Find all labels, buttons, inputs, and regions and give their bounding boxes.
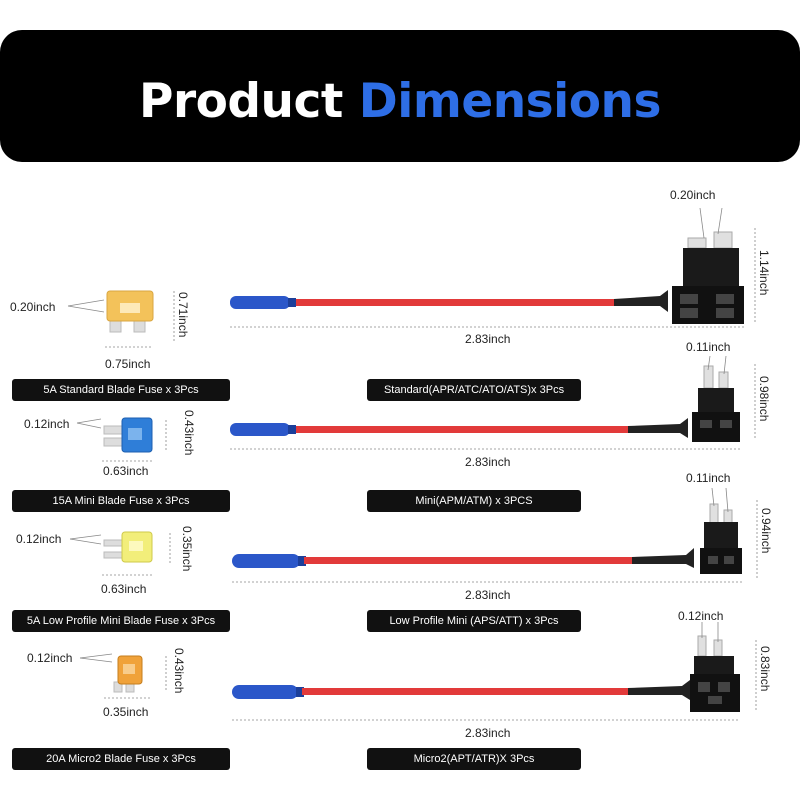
holder-mini-top-dimension: 0.11inch xyxy=(686,340,731,354)
fuse-standard-width-dimension: 0.75inch xyxy=(105,357,151,371)
cable-micro2 xyxy=(232,680,690,700)
fuse-low-profile-height-dimension: 0.35inch xyxy=(180,526,194,572)
holder-standard xyxy=(672,231,744,324)
title-word-dimensions: Dimensions xyxy=(358,74,662,129)
cable-mini xyxy=(230,418,688,438)
fuse-standard-height-dimension: 0.71inch xyxy=(176,292,190,338)
fuse-mini-height-dimension: 0.43inch xyxy=(182,410,196,456)
label-mini-holder: Mini(APM/ATM) x 3PCS xyxy=(367,490,581,512)
holder-mini-height-dimension: 0.98inch xyxy=(757,376,771,422)
title-word-product: Product xyxy=(139,74,343,129)
fuse-mini-image xyxy=(103,417,153,453)
cable-mini-length-dimension: 2.83inch xyxy=(465,455,511,469)
label-mini-blade-fuse: 15A Mini Blade Fuse x 3Pcs xyxy=(12,490,230,512)
label-micro2-blade-fuse: 20A Micro2 Blade Fuse x 3Pcs xyxy=(12,748,230,770)
fuse-mini-side-dimension: 0.12inch xyxy=(24,417,70,431)
holder-micro2-top-dimension: 0.12inch xyxy=(678,609,724,623)
label-micro2-holder: Micro2(APT/ATR)X 3Pcs xyxy=(367,748,581,770)
fuse-low-profile-side-dimension: 0.12inch xyxy=(16,532,62,546)
cable-standard-length-dimension: 2.83inch xyxy=(465,332,511,346)
label-standard-holder: Standard(APR/ATC/ATO/ATS)x 3Pcs xyxy=(367,379,581,401)
fuse-micro2-width-dimension: 0.35inch xyxy=(103,705,149,719)
fuse-micro2-side-dimension: 0.12inch xyxy=(27,651,73,665)
holder-standard-top-dimension: 0.20inch xyxy=(670,188,716,202)
fuse-micro2-image xyxy=(113,655,143,693)
title-banner xyxy=(0,30,800,162)
holder-micro2-height-dimension: 0.83inch xyxy=(758,646,772,692)
fuse-standard-image xyxy=(106,290,154,333)
fuse-standard-side-dimension: 0.20inch xyxy=(10,300,56,314)
holder-low-profile-top-dimension: 0.11inch xyxy=(686,471,731,485)
fuse-low-profile-image xyxy=(103,531,153,563)
label-standard-blade-fuse: 5A Standard Blade Fuse x 3Pcs xyxy=(12,379,230,401)
fuse-micro2-height-dimension: 0.43inch xyxy=(172,648,186,694)
holder-low-profile xyxy=(700,503,742,574)
cable-micro2-length-dimension: 2.83inch xyxy=(465,726,511,740)
holder-standard-height-dimension: 1.14inch xyxy=(757,250,771,296)
fuse-mini-width-dimension: 0.63inch xyxy=(103,464,149,478)
page-title: Product Dimensions xyxy=(0,74,800,129)
holder-micro2 xyxy=(690,635,740,712)
label-low-profile-holder: Low Profile Mini (APS/ATT) x 3Pcs xyxy=(367,610,581,632)
fuse-low-profile-width-dimension: 0.63inch xyxy=(101,582,147,596)
holder-mini xyxy=(692,365,740,442)
holder-low-profile-height-dimension: 0.94inch xyxy=(759,508,773,554)
label-low-profile-blade-fuse: 5A Low Profile Mini Blade Fuse x 3Pcs xyxy=(12,610,230,632)
cable-low-profile-length-dimension: 2.83inch xyxy=(465,588,511,602)
cable-standard xyxy=(230,290,668,312)
cable-low-profile xyxy=(232,548,694,568)
